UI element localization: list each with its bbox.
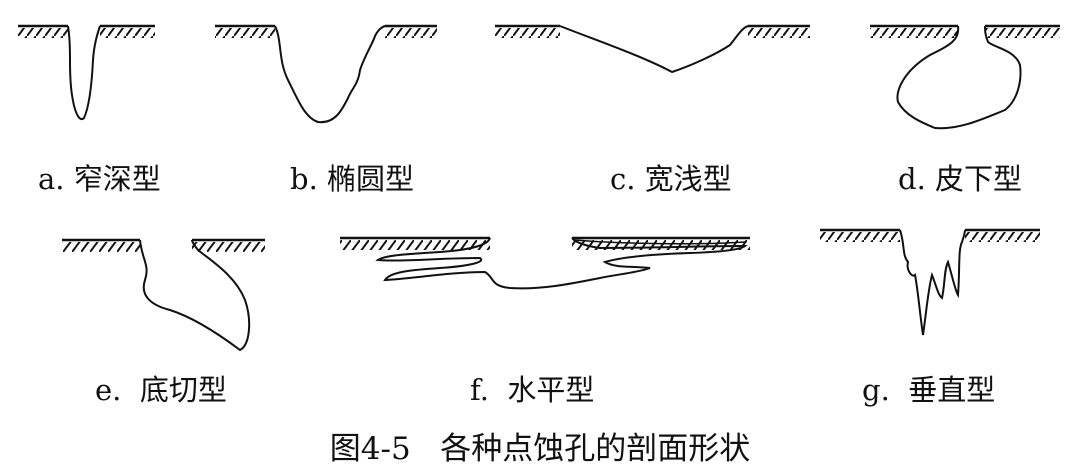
label-a: a. 窄深型 <box>38 162 161 196</box>
figure-caption: 图4-5 各种点蚀孔的剖面形状 <box>329 431 751 467</box>
profile-a-narrow-deep <box>18 24 155 120</box>
label-c: c. 宽浅型 <box>610 162 732 196</box>
label-e: e. 底切型 <box>95 373 227 407</box>
profile-e-undercut <box>62 238 265 352</box>
profile-d-subsurface <box>870 24 1060 130</box>
profile-b-elliptic <box>215 24 437 124</box>
label-g: g. 垂直型 <box>862 373 996 407</box>
label-b: b. 椭圆型 <box>290 162 415 196</box>
profile-g-vertical <box>820 228 1040 336</box>
label-f: f. 水平型 <box>470 373 595 407</box>
profile-c-wide-shallow <box>495 24 810 74</box>
profile-f-horizontal <box>340 236 750 290</box>
label-d: d. 皮下型 <box>898 162 1023 196</box>
